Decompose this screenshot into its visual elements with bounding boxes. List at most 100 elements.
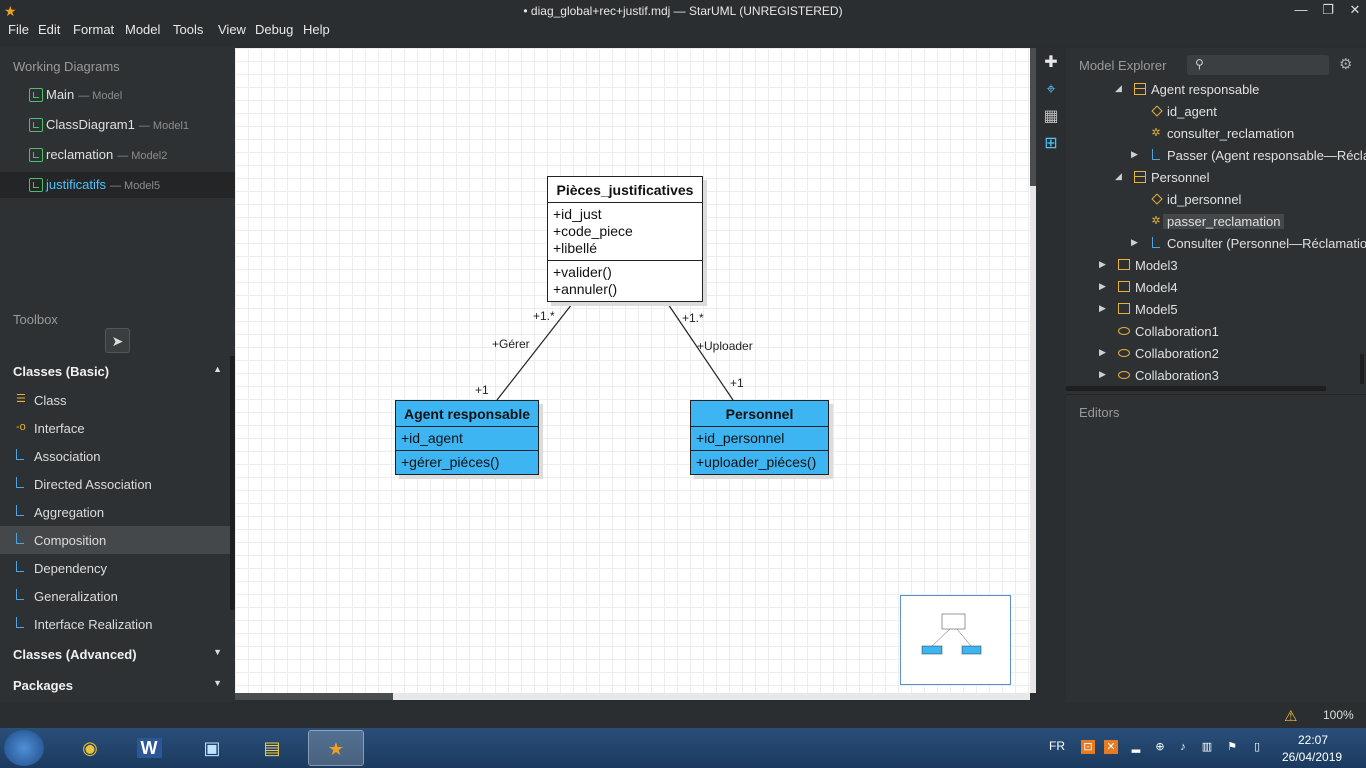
toolbox-item-directed-association[interactable]: Directed Association	[0, 470, 230, 498]
toolbox-section-classes-advanced[interactable]: Classes (Advanced) ▼	[0, 639, 230, 669]
expand-arrow-icon[interactable]: ▶	[1099, 303, 1106, 313]
minimize-button[interactable]: —	[1294, 2, 1308, 17]
class-personnel[interactable]: Personnel +id_personnel +uploader_piéces…	[690, 400, 829, 475]
working-diagram-justificatifs[interactable]: justificatifs— Model5	[0, 172, 235, 198]
display-tray-icon[interactable]: ▥	[1201, 741, 1213, 753]
staruml-taskbar-button[interactable]: ★	[308, 730, 364, 766]
model-explorer-vertical-scrollbar[interactable]	[1360, 354, 1364, 384]
tree-item-model3[interactable]: ▶ Model3	[1066, 255, 1366, 277]
role-label[interactable]: +Uploader	[697, 339, 753, 353]
flag-tray-icon[interactable]: ⚑	[1227, 741, 1237, 753]
operation: +uploader_piéces()	[696, 454, 817, 470]
expand-arrow-icon[interactable]: ▶	[1131, 149, 1138, 159]
toolbox-section-classes-basic[interactable]: Classes (Basic) ▲	[0, 356, 230, 386]
multiplicity-label[interactable]: +1.*	[682, 311, 704, 325]
tree-item-model5[interactable]: ▶ Model5	[1066, 299, 1366, 321]
close-button[interactable]: ✕	[1349, 2, 1361, 17]
menu-help[interactable]: Help	[303, 22, 330, 37]
class-pieces-justificatives[interactable]: Pièces_justificatives +id_just +code_pie…	[547, 176, 703, 302]
toolbox-item-dependency[interactable]: Dependency	[0, 554, 230, 582]
toolbox-scrollbar[interactable]	[230, 356, 235, 610]
tree-item-passer-reclamation[interactable]: ✲ passer_reclamation	[1066, 211, 1366, 233]
pointer-tool-button[interactable]: ➤	[105, 328, 130, 353]
tree-item-agent-responsable[interactable]: ◢ Agent responsable	[1066, 79, 1366, 101]
explorer-taskbar-button[interactable]: ▤	[244, 730, 300, 766]
role-label[interactable]: +Gérer	[492, 337, 530, 351]
menu-view[interactable]: View	[218, 22, 246, 37]
working-diagram-reclamation[interactable]: reclamation— Model2	[0, 142, 235, 168]
toolbox-item-class[interactable]: ☰ Class	[0, 386, 230, 414]
menu-model[interactable]: Model	[125, 22, 161, 37]
class-agent-responsable[interactable]: Agent responsable +id_agent +gérer_piéce…	[395, 400, 539, 475]
clock-time[interactable]: 22:07	[1298, 733, 1329, 747]
xampp-tray-icon[interactable]: ⊡	[1081, 740, 1095, 754]
layout-grid-icon[interactable]: ▦	[1043, 108, 1059, 125]
toolbox-item-interface-realization[interactable]: Interface Realization	[0, 610, 230, 638]
network-signal-icon[interactable]: ▂	[1131, 741, 1141, 753]
toolbox-item-interface[interactable]: -o Interface	[0, 414, 230, 442]
association-uploader-line[interactable]	[667, 303, 734, 401]
menu-format[interactable]: Format	[73, 22, 115, 37]
canvas-horizontal-scrollbar[interactable]	[235, 693, 1030, 700]
warning-icon[interactable]: ⚠	[1284, 708, 1298, 725]
diagram-canvas[interactable]: Pièces_justificatives +id_just +code_pie…	[235, 48, 1030, 693]
working-diagram-classdiagram1[interactable]: ClassDiagram1— Model1	[0, 112, 235, 138]
association-gerer-line[interactable]	[496, 303, 573, 401]
collapse-arrow-icon[interactable]: ◢	[1115, 83, 1122, 93]
canvas-vertical-scrollbar[interactable]	[1030, 48, 1036, 693]
menu-edit[interactable]: Edit	[38, 22, 61, 37]
gear-icon[interactable]: ⚙	[1339, 56, 1353, 73]
tree-item-consulter-reclamation[interactable]: ✲ consulter_reclamation	[1066, 123, 1366, 145]
toolbox-item-generalization[interactable]: Generalization	[0, 582, 230, 610]
volume-icon[interactable]: ♪	[1180, 741, 1186, 753]
diagram-minimap[interactable]	[900, 595, 1011, 685]
language-indicator[interactable]: FR	[1049, 739, 1065, 753]
toolbox-section-packages[interactable]: Packages ▼	[0, 670, 230, 700]
gift-icon[interactable]: ⊞	[1044, 135, 1058, 152]
tree-item-collaboration1[interactable]: Collaboration1	[1066, 321, 1366, 343]
expand-arrow-icon[interactable]: ▶	[1099, 369, 1106, 379]
multiplicity-label[interactable]: +1	[475, 383, 489, 397]
tree-item-id-agent[interactable]: id_agent	[1066, 101, 1366, 123]
start-button[interactable]	[4, 730, 44, 766]
tree-item-id-personnel[interactable]: id_personnel	[1066, 189, 1366, 211]
expand-arrow-icon[interactable]: ▶	[1099, 259, 1106, 269]
tree-item-personnel[interactable]: ◢ Personnel	[1066, 167, 1366, 189]
expand-arrow-icon[interactable]: ▶	[1131, 237, 1138, 247]
navigate-crosshair-icon[interactable]: ⌖	[1046, 81, 1056, 98]
tree-item-collaboration2[interactable]: ▶ Collaboration2	[1066, 343, 1366, 365]
restore-button[interactable]: ❐	[1322, 2, 1334, 17]
expand-arrow-icon[interactable]: ▶	[1099, 347, 1106, 357]
tree-item-model4[interactable]: ▶ Model4	[1066, 277, 1366, 299]
tree-item-collaboration3[interactable]: ▶ Collaboration3	[1066, 365, 1366, 387]
extensions-puzzle-icon[interactable]: ✚	[1044, 54, 1058, 71]
scroll-thumb[interactable]	[1030, 48, 1036, 186]
tree-item-consulter-association[interactable]: ▶ Consulter (Personnel—Réclamation	[1066, 233, 1366, 255]
toolbox-item-aggregation[interactable]: Aggregation	[0, 498, 230, 526]
zoom-level[interactable]: 100%	[1323, 708, 1354, 722]
multiplicity-label[interactable]: +1	[730, 376, 744, 390]
multiplicity-label[interactable]: +1.*	[533, 309, 555, 323]
clock-date[interactable]: 26/04/2019	[1282, 750, 1343, 764]
expand-arrow-icon[interactable]: ▶	[1099, 281, 1106, 291]
tree-item-passer-association[interactable]: ▶ Passer (Agent responsable—Réclam	[1066, 145, 1366, 167]
menu-tools[interactable]: Tools	[173, 22, 204, 37]
chrome-taskbar-button[interactable]: ◉	[62, 730, 118, 766]
battery-icon[interactable]: ▯	[1253, 741, 1261, 753]
working-diagram-main[interactable]: Main— Model	[0, 82, 235, 108]
menu-file[interactable]: File	[8, 22, 29, 37]
toolbox-item-composition[interactable]: Composition	[0, 526, 230, 554]
model-explorer-horizontal-scrollbar[interactable]	[1066, 386, 1326, 391]
scroll-thumb[interactable]	[235, 693, 393, 700]
toolbox-item-association[interactable]: Association	[0, 442, 230, 470]
collapse-arrow-icon[interactable]: ◢	[1115, 171, 1122, 181]
model-explorer-search-input[interactable]: ⚲	[1187, 55, 1329, 75]
association-icon	[1152, 149, 1160, 160]
photos-taskbar-button[interactable]: ▣	[184, 730, 240, 766]
operation: +annuler()	[553, 281, 618, 297]
model-icon	[1118, 281, 1130, 292]
word-taskbar-button[interactable]: W	[121, 730, 177, 766]
xampp-control-tray-icon[interactable]: ✕	[1104, 740, 1118, 754]
menu-debug[interactable]: Debug	[255, 22, 294, 37]
network-tray-icon[interactable]: ⊕	[1155, 741, 1165, 753]
